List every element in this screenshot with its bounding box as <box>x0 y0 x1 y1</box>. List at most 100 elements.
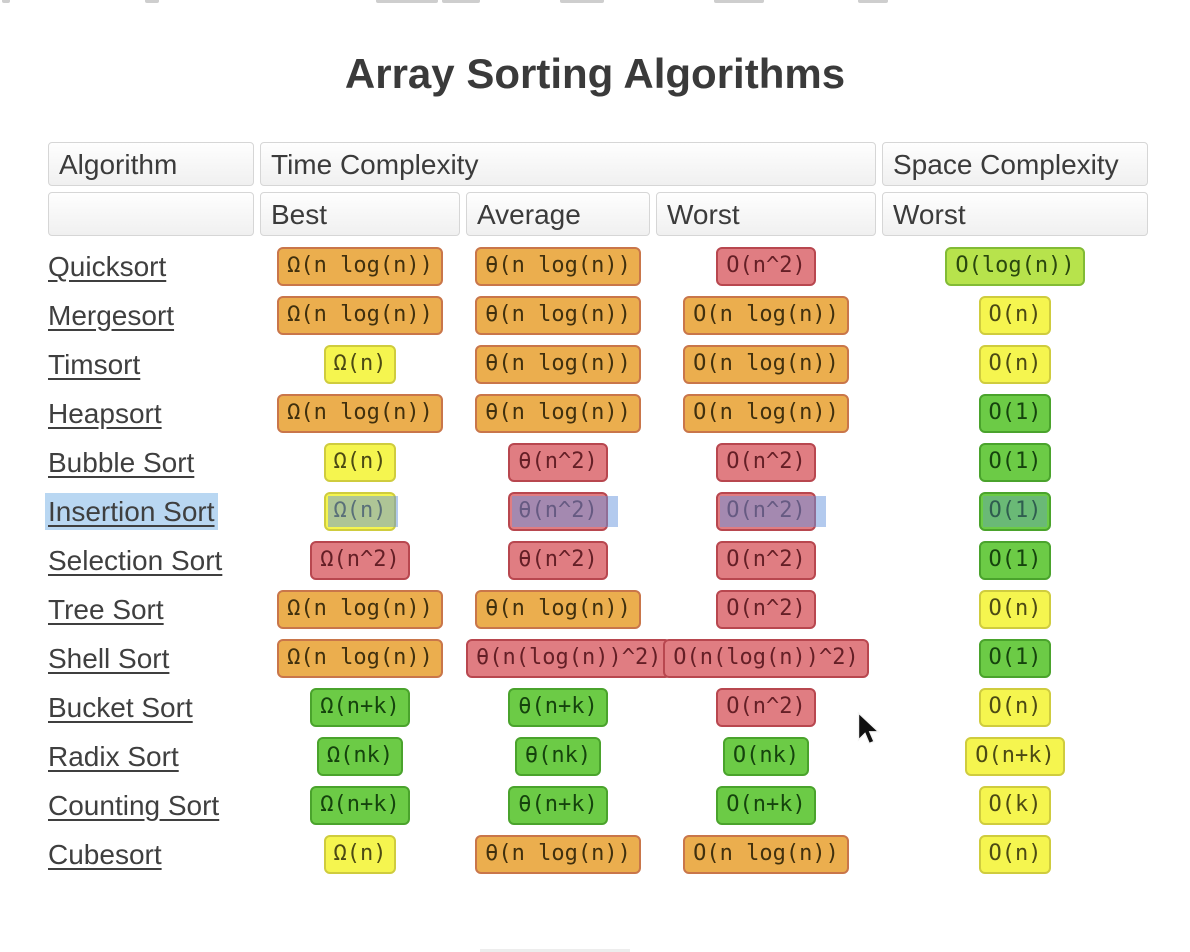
algorithm-link[interactable]: Bucket Sort <box>48 691 193 723</box>
best-complexity-badge: Ω(nk) <box>316 737 404 776</box>
best-complexity-badge: Ω(n+k) <box>310 786 410 825</box>
worst-cell: O(n^2) <box>656 541 876 580</box>
algorithm-link[interactable]: Timsort <box>48 348 141 380</box>
space-complexity-badge: O(n) <box>978 688 1052 727</box>
best-complexity-badge: Ω(n+k) <box>310 688 410 727</box>
algorithm-link[interactable]: Bubble Sort <box>48 446 195 478</box>
algorithm-link[interactable]: Cubesort <box>48 838 162 870</box>
algorithm-link[interactable]: Quicksort <box>48 250 167 282</box>
average-cell: θ(n(log(n))^2) <box>466 639 672 678</box>
algorithm-link[interactable]: Insertion Sort <box>48 495 215 527</box>
algorithm-cell: Tree Sort <box>48 594 254 626</box>
space-complexity-badge: O(n) <box>978 590 1052 629</box>
average-cell: θ(n^2) <box>466 541 650 580</box>
algorithm-cell: Heapsort <box>48 398 254 430</box>
average-complexity-badge: θ(n^2) <box>508 443 608 482</box>
space-complexity-badge: O(1) <box>978 394 1052 433</box>
column-header-algorithm: Algorithm <box>48 142 254 186</box>
average-complexity-badge: θ(n log(n)) <box>475 345 641 384</box>
best-complexity-badge: Ω(n log(n)) <box>277 247 443 286</box>
best-cell: Ω(n) <box>260 492 460 531</box>
algorithm-cell: Selection Sort <box>48 545 254 577</box>
space-complexity-badge: O(n) <box>978 296 1052 335</box>
worst-cell: O(n log(n)) <box>656 345 876 384</box>
algorithm-cell: Counting Sort <box>48 790 254 822</box>
average-complexity-badge: θ(nk) <box>514 737 602 776</box>
table-row: Quicksort Ω(n log(n)) θ(n log(n)) O(n^2) O(l… <box>48 242 1150 291</box>
algorithm-cell: Cubesort <box>48 839 254 871</box>
average-complexity-badge: θ(n log(n)) <box>475 247 641 286</box>
algorithm-link[interactable]: Tree Sort <box>48 593 164 625</box>
worst-cell: O(n^2) <box>656 443 876 482</box>
best-cell: Ω(n) <box>260 835 460 874</box>
algorithm-link[interactable]: Radix Sort <box>48 740 179 772</box>
best-cell: Ω(n log(n)) <box>260 639 460 678</box>
table-row: Radix Sort Ω(nk) θ(nk) O(nk) O(n+k) <box>48 732 1150 781</box>
algorithm-link[interactable]: Shell Sort <box>48 642 170 674</box>
table-header-row-cases: Best Average Worst Worst <box>48 192 1150 236</box>
worst-complexity-badge: O(n^2) <box>716 590 816 629</box>
worst-cell: O(n^2) <box>656 247 876 286</box>
average-complexity-badge: θ(n+k) <box>508 688 608 727</box>
column-header-average: Average <box>466 192 650 236</box>
worst-complexity-badge: O(n^2) <box>716 688 816 727</box>
space-complexity-badge: O(1) <box>978 639 1052 678</box>
best-cell: Ω(n+k) <box>260 688 460 727</box>
column-header-best: Best <box>260 192 460 236</box>
algorithm-cell: Shell Sort <box>48 643 254 675</box>
worst-cell: O(n(log(n))^2) <box>656 639 876 678</box>
worst-cell: O(nk) <box>656 737 876 776</box>
page: Array Sorting Algorithms Algorithm Time … <box>2 0 1150 952</box>
best-cell: Ω(nk) <box>260 737 460 776</box>
best-complexity-badge: Ω(n log(n)) <box>277 394 443 433</box>
page-title: Array Sorting Algorithms <box>344 50 846 97</box>
cropped-bottom-edge-artifact <box>480 949 630 952</box>
average-cell: θ(n log(n)) <box>466 345 650 384</box>
worst-cell: O(n log(n)) <box>656 394 876 433</box>
column-header-worst: Worst <box>656 192 876 236</box>
algorithm-link[interactable]: Mergesort <box>48 299 175 331</box>
worst-cell: O(n^2) <box>656 590 876 629</box>
space-cell: O(log(n)) <box>882 247 1148 286</box>
average-cell: θ(n log(n)) <box>466 296 650 335</box>
best-complexity-badge: Ω(n) <box>323 443 397 482</box>
worst-cell: O(n log(n)) <box>656 296 876 335</box>
worst-cell: O(n^2) <box>656 688 876 727</box>
average-complexity-badge: θ(n log(n)) <box>475 296 641 335</box>
worst-complexity-badge: O(n log(n)) <box>683 345 849 384</box>
space-complexity-badge: O(n) <box>978 835 1052 874</box>
table-row: Bucket Sort Ω(n+k) θ(n+k) O(n^2) O(n) <box>48 683 1150 732</box>
space-complexity-badge: O(1) <box>978 541 1052 580</box>
best-complexity-badge: Ω(n log(n)) <box>277 639 443 678</box>
best-cell: Ω(n^2) <box>260 541 460 580</box>
average-cell: θ(n log(n)) <box>466 394 650 433</box>
worst-complexity-badge: O(n+k) <box>716 786 816 825</box>
algorithm-link[interactable]: Heapsort <box>48 397 162 429</box>
best-complexity-badge: Ω(n) <box>323 835 397 874</box>
average-complexity-badge: θ(n log(n)) <box>475 590 641 629</box>
space-complexity-badge: O(log(n)) <box>945 247 1085 286</box>
average-cell: θ(n log(n)) <box>466 590 650 629</box>
space-cell: O(n+k) <box>882 737 1148 776</box>
algorithm-link[interactable]: Selection Sort <box>48 544 223 576</box>
average-cell: θ(nk) <box>466 737 650 776</box>
mouse-cursor <box>857 712 881 745</box>
space-cell: O(1) <box>882 639 1148 678</box>
algorithm-link[interactable]: Counting Sort <box>48 789 220 821</box>
algorithm-cell: Bubble Sort <box>48 447 254 479</box>
space-complexity-badge: O(k) <box>978 786 1052 825</box>
space-cell: O(n) <box>882 296 1148 335</box>
sorting-algorithms-table: Algorithm Time Complexity Space Complexi… <box>48 142 1150 879</box>
space-complexity-badge: O(n) <box>978 345 1052 384</box>
worst-cell: O(n log(n)) <box>656 835 876 874</box>
average-cell: θ(n+k) <box>466 688 650 727</box>
average-complexity-badge: θ(n^2) <box>508 541 608 580</box>
space-complexity-badge: O(n+k) <box>965 737 1065 776</box>
table-header-row-groups: Algorithm Time Complexity Space Complexi… <box>48 142 1150 186</box>
worst-complexity-badge: O(n^2) <box>716 492 827 531</box>
